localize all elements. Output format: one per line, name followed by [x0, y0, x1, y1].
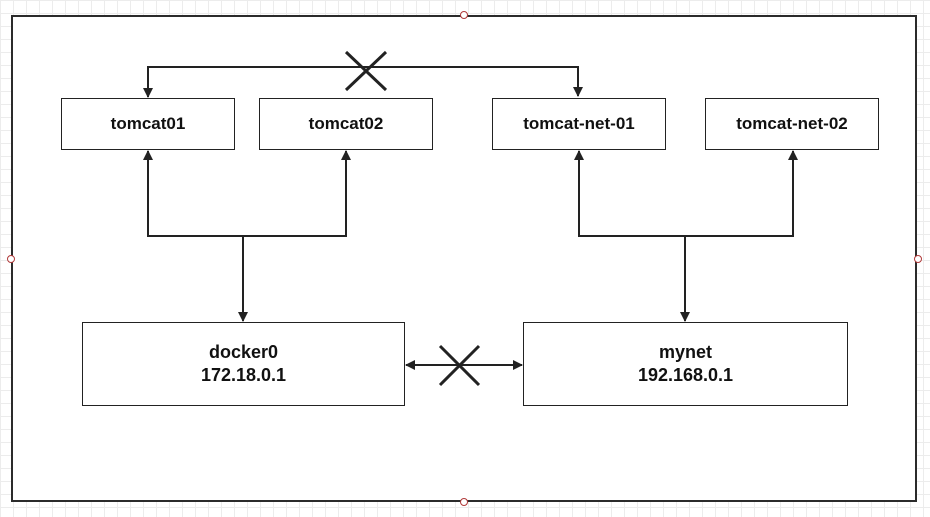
node-tomcat02[interactable]: tomcat02	[259, 98, 433, 150]
blocked-x-icon-top	[344, 50, 388, 92]
network-ip: 192.168.0.1	[637, 365, 734, 385]
node-label: tomcat02	[308, 114, 384, 133]
node-tomcat01[interactable]: tomcat01	[61, 98, 235, 150]
resize-handle-top[interactable]	[460, 11, 468, 19]
resize-handle-left[interactable]	[7, 255, 15, 263]
network-name: docker0	[208, 342, 279, 362]
network-ip: 172.18.0.1	[200, 365, 287, 385]
network-name: mynet	[658, 342, 712, 362]
node-label: tomcat-net-02	[736, 114, 848, 133]
node-tomcat-net-02[interactable]: tomcat-net-02	[705, 98, 879, 150]
node-label: tomcat-net-01	[523, 114, 635, 133]
node-docker0[interactable]: docker0 172.18.0.1	[82, 322, 405, 406]
blocked-x-icon-bottom	[438, 344, 481, 387]
node-mynet[interactable]: mynet 192.168.0.1	[523, 322, 848, 406]
resize-handle-bottom[interactable]	[460, 498, 468, 506]
node-tomcat-net-01[interactable]: tomcat-net-01	[492, 98, 666, 150]
blocked-link-tomcat01-tomcat-net-01[interactable]	[143, 66, 583, 98]
resize-handle-right[interactable]	[914, 255, 922, 263]
node-label: tomcat01	[110, 114, 186, 133]
